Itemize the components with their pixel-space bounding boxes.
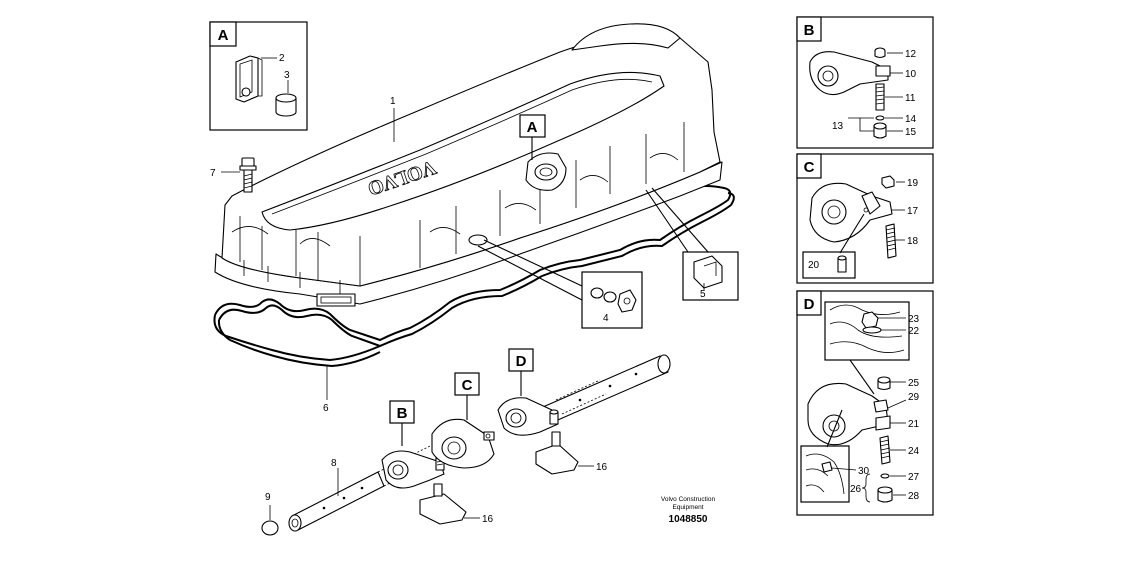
callout-13: 13 <box>832 121 844 132</box>
rocker-arm-d-assembly: D 16 <box>497 348 608 475</box>
callout-5: 5 <box>700 289 706 300</box>
callout-1: 1 <box>390 96 396 107</box>
detail-b-letter-box <box>796 16 822 42</box>
detail-a-letter-box <box>209 21 237 47</box>
detail-c-letter: C <box>804 159 815 176</box>
callout-18: 18 <box>907 236 919 247</box>
front-plate <box>316 293 356 307</box>
callout-11: 11 <box>905 93 916 104</box>
part-9-plug: 9 <box>261 492 279 536</box>
rocker-arm-b-assembly: B 16 <box>381 400 494 525</box>
detail-d-reference-letter: D <box>516 353 527 370</box>
callout-6: 6 <box>323 403 329 414</box>
callout-22: 22 <box>908 326 920 337</box>
part-6-gasket: 6 <box>213 185 735 414</box>
callout-30: 30 <box>858 466 870 477</box>
drawing-number: 1048850 <box>669 514 708 525</box>
maker-line-2: Equipment <box>672 504 703 511</box>
part-7-bolt: 7 <box>210 157 257 193</box>
callout-16-lower: 16 <box>482 514 494 525</box>
clip <box>693 255 723 289</box>
callout-26: 26 <box>850 484 862 495</box>
title-block: Volvo Construction Equipment 1048850 <box>661 496 716 525</box>
callout-27: 27 <box>908 472 920 483</box>
callout-15: 15 <box>905 127 917 138</box>
detail-a-inset: A 2 3 <box>209 21 308 131</box>
callout-3: 3 <box>284 70 290 81</box>
callout-21: 21 <box>908 419 920 430</box>
callout-24: 24 <box>908 446 920 457</box>
callout-7: 7 <box>210 168 216 179</box>
breather-port <box>468 234 488 246</box>
washer <box>603 291 617 303</box>
detail-4-inset: 4 <box>477 239 643 329</box>
part-8-rocker-shaft: 8 <box>288 354 671 532</box>
callout-9: 9 <box>265 492 271 503</box>
detail-c-panel: C 19 17 18 20 <box>796 153 934 284</box>
maker-line-1: Volvo Construction <box>661 496 716 503</box>
oil-filler-boss <box>525 152 567 191</box>
detail-b-reference-letter: B <box>397 405 408 422</box>
detail-d-letter: D <box>804 296 815 313</box>
detail-c-letter-box <box>796 153 822 179</box>
detail-b-panel: B 12 10 11 14 15 13 <box>796 16 934 149</box>
part-3-bushing <box>275 93 297 117</box>
rocker-arm-c-assembly: C <box>431 372 495 469</box>
detail-c-reference-letter: C <box>462 377 473 394</box>
callout-20: 20 <box>808 260 820 271</box>
o-ring <box>590 287 604 299</box>
detail-a-reference-letter: A <box>527 119 538 136</box>
detail-d-letter-box <box>796 290 822 316</box>
callout-17: 17 <box>907 206 919 217</box>
callout-8: 8 <box>331 458 337 469</box>
detail-a-letter: A <box>218 27 229 44</box>
detail-d-lower-subview <box>800 445 850 503</box>
detail-d-panel: D 23 22 25 <box>796 290 934 516</box>
callout-14: 14 <box>905 114 917 125</box>
callout-10: 10 <box>905 69 917 80</box>
detail-5-inset: 5 <box>645 187 739 301</box>
callout-12: 12 <box>905 49 917 60</box>
detail-b-letter: B <box>804 22 815 39</box>
callout-28: 28 <box>908 491 920 502</box>
callout-25: 25 <box>908 378 920 389</box>
callout-16-upper: 16 <box>596 462 608 473</box>
callout-4: 4 <box>603 313 609 324</box>
plug <box>617 289 637 313</box>
callout-29: 29 <box>908 392 920 403</box>
callout-2: 2 <box>279 53 285 64</box>
callout-19: 19 <box>907 178 919 189</box>
part-2-bracket <box>235 55 263 103</box>
callout-23: 23 <box>908 314 920 325</box>
part-1-valve-cover: VOLVO 1 A <box>214 23 723 307</box>
